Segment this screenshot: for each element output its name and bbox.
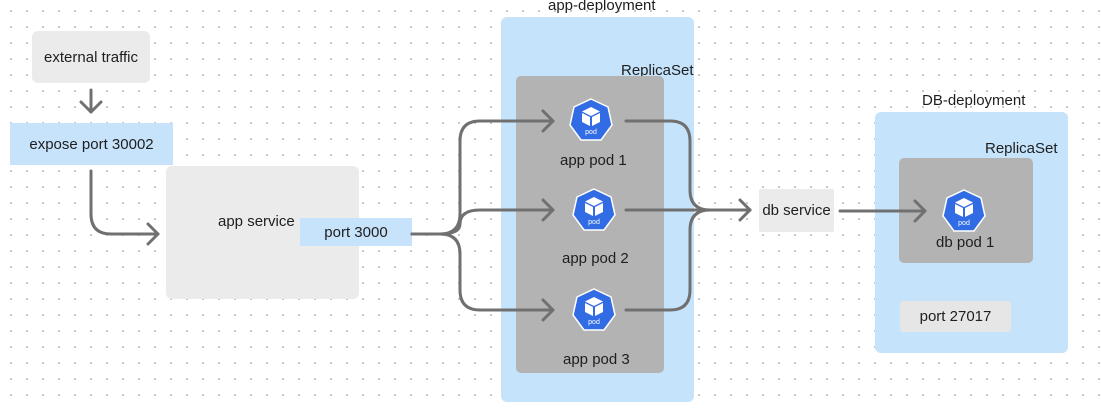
external-traffic-node[interactable]: external traffic [32,31,150,83]
db-port-label: port 27017 [919,308,992,325]
db-service-node[interactable]: db service [759,189,834,232]
external-traffic-label: external traffic [44,48,138,66]
arrow-pod3-to-db [624,208,752,312]
db-pod-1-label: db pod 1 [936,234,995,251]
expose-port-label: expose port 30002 [29,135,154,153]
app-replicaset-label: ReplicaSet [621,62,694,79]
arrow-port-to-pod3 [410,232,555,312]
app-deployment-title: app-deployment [548,0,656,14]
db-replicaset-label: ReplicaSet [985,140,1058,157]
arrow-expose-to-service [89,169,160,236]
app-service-port-label: port 3000 [324,223,388,241]
db-port-node[interactable]: port 27017 [900,301,1011,332]
app-service-port[interactable]: port 3000 [300,218,412,246]
app-service-label: app service [218,213,295,230]
expose-port-node[interactable]: expose port 30002 [10,123,173,165]
db-deployment-title: DB-deployment [922,92,1026,109]
app-pod-2-label: app pod 2 [562,250,629,267]
app-pod-3-label: app pod 3 [563,351,630,368]
app-pod-1-label: app pod 1 [560,152,627,169]
arrow-port-to-pod1 [410,119,555,236]
db-service-label: db service [762,202,831,219]
arrow-pod1-to-db [624,119,752,212]
arrow-port-to-pod2 [410,208,555,236]
